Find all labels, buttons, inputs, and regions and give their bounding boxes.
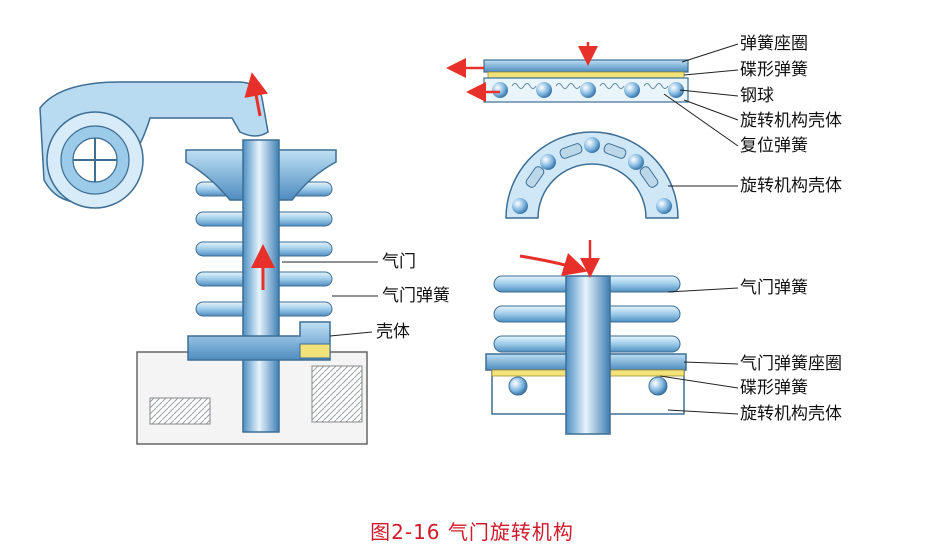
steel-balls-top: [492, 82, 684, 98]
valve-stem-right: [565, 275, 611, 435]
housing-left-part: [187, 321, 331, 361]
label-housing-left: 壳体: [376, 322, 410, 342]
steel-balls-arc: [512, 137, 672, 214]
figure-caption: 图2-16 气门旋转机构: [370, 520, 574, 544]
bottom-right-assembly: [485, 240, 739, 435]
label-steel-ball: 钢球: [740, 86, 774, 106]
label-spring-seat-ring: 弹簧座圈: [740, 34, 808, 54]
label-rotator-housing-mid: 旋转机构壳体: [740, 176, 842, 196]
label-disc-spring-bottom: 碟形弹簧: [740, 378, 808, 398]
label-return-spring: 复位弹簧: [740, 136, 808, 156]
return-springs-top: [511, 83, 669, 89]
force-arrow: [244, 72, 269, 117]
label-valve-spring-left: 气门弹簧: [382, 286, 450, 306]
label-rotator-housing-top: 旋转机构壳体: [740, 111, 842, 131]
spring-seat-ring-plate: [483, 59, 689, 73]
return-springs-arc: [525, 143, 659, 188]
label-rotator-housing-bottom: 旋转机构壳体: [740, 404, 842, 424]
label-valve-spring-right: 气门弹簧: [740, 278, 808, 298]
top-right-section: [446, 42, 739, 147]
label-valve-spring-seat-ring: 气门弹簧座圈: [740, 354, 842, 374]
label-valve: 气门: [382, 252, 416, 272]
left-assembly: [39, 72, 378, 445]
rotator-housing-arc: [505, 131, 738, 219]
label-disc-spring-top: 碟形弹簧: [740, 60, 808, 80]
valve-stem-left: [242, 139, 280, 433]
disc-spring-top-plate: [487, 71, 685, 79]
